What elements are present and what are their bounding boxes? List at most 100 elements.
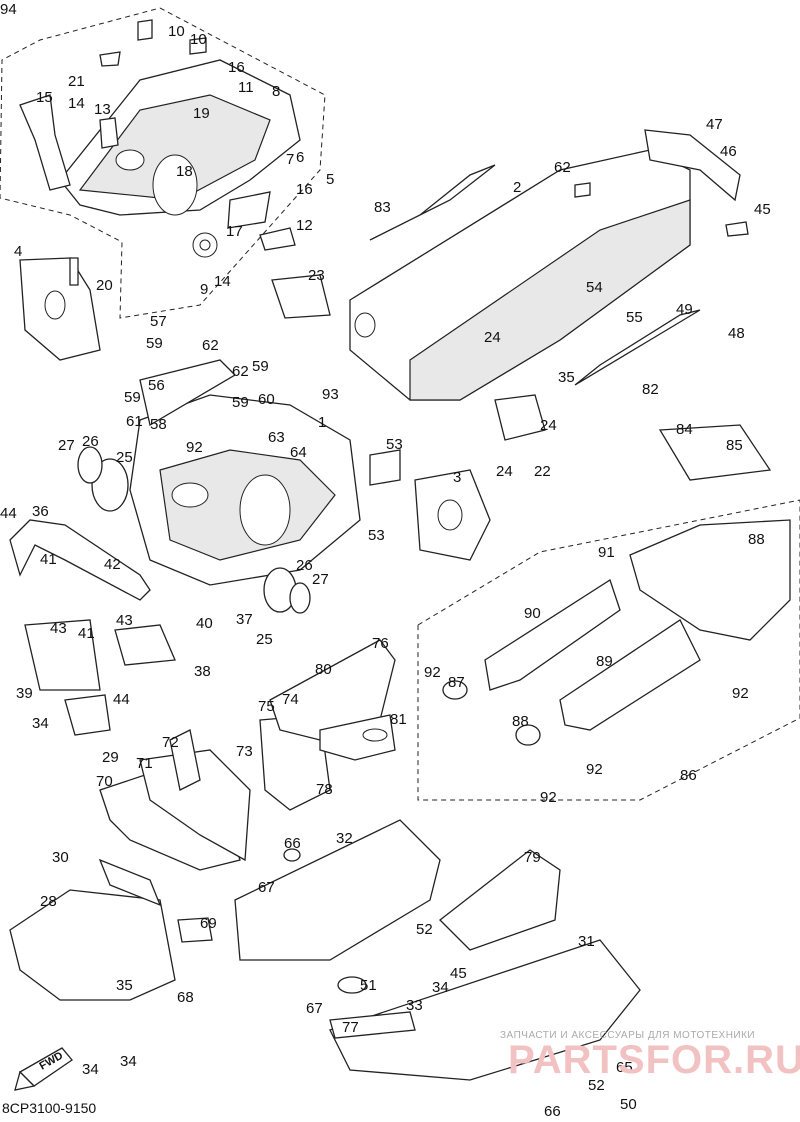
callout-62: 62 (232, 363, 249, 380)
callout-8: 8 (272, 83, 280, 100)
guard-86 (658, 424, 772, 481)
bushing-88a (442, 680, 468, 700)
guard-89 (629, 519, 791, 641)
callout-51: 51 (360, 977, 377, 994)
callout-13: 13 (94, 101, 111, 118)
callout-35: 35 (558, 369, 575, 386)
guard-28 (9, 889, 176, 1001)
callout-59: 59 (232, 394, 249, 411)
callout-4: 4 (14, 243, 22, 260)
callout-92: 92 (540, 789, 557, 806)
callout-81: 81 (390, 711, 407, 728)
callout-10: 10 (190, 31, 207, 48)
callout-29: 29 (102, 749, 119, 766)
callout-45: 45 (450, 965, 467, 982)
callout-22: 22 (534, 463, 551, 480)
bracket-40 (24, 619, 101, 691)
cup-79 (319, 714, 396, 761)
callout-85: 85 (726, 437, 743, 454)
callout-50: 50 (620, 1096, 637, 1113)
front-frame-subassembly (19, 19, 301, 361)
callout-62: 62 (554, 159, 571, 176)
callout-58: 58 (150, 416, 167, 433)
decal-strip-84 (369, 164, 496, 241)
boot-26-right (289, 582, 311, 614)
callout-91: 91 (598, 544, 615, 561)
callout-27: 27 (58, 437, 75, 454)
callout-41: 41 (78, 625, 95, 642)
callout-32: 32 (336, 830, 353, 847)
callout-19: 19 (193, 105, 210, 122)
strip-30 (98, 858, 162, 907)
group-box-frame-subassembly (0, 7, 326, 319)
bracket-73 (169, 729, 201, 791)
callout-2: 2 (513, 179, 521, 196)
callout-49: 49 (676, 301, 693, 318)
callout-16: 16 (296, 181, 313, 198)
callout-37: 37 (236, 611, 253, 628)
callout-41: 41 (40, 551, 57, 568)
callout-43: 43 (50, 620, 67, 637)
callout-24: 24 (540, 417, 557, 434)
callout-31: 31 (578, 933, 595, 950)
callout-57: 57 (150, 313, 167, 330)
watermark-tagline: ЗАПЧАСТИ И АКСЕССУАРЫ ДЛЯ МОТОТЕХНИКИ (500, 1030, 756, 1041)
callout-53: 53 (386, 436, 403, 453)
callout-30: 30 (52, 849, 69, 866)
callout-18: 18 (176, 163, 193, 180)
callout-59: 59 (124, 389, 141, 406)
callout-70: 70 (96, 773, 113, 790)
callout-26: 26 (296, 557, 313, 574)
callout-25: 25 (116, 449, 133, 466)
callout-12: 12 (296, 217, 313, 234)
callout-86: 86 (680, 767, 697, 784)
callout-92: 92 (732, 685, 749, 702)
callout-67: 67 (258, 879, 275, 896)
callout-38: 38 (194, 663, 211, 680)
watermark-logo: PARTSFOR.RU (508, 1038, 800, 1082)
callout-39: 39 (16, 685, 33, 702)
bushing-88b (515, 724, 541, 746)
diagram-code: 8CP3100-9150 (2, 1100, 97, 1116)
callout-34: 34 (120, 1053, 137, 1070)
callout-35: 35 (116, 977, 133, 994)
callout-42: 42 (104, 556, 121, 573)
callout-89: 89 (596, 653, 613, 670)
opening-82 (362, 728, 388, 742)
bracket-39 (114, 624, 176, 666)
callout-15: 15 (36, 89, 53, 106)
bracket-23 (271, 274, 331, 319)
callout-40: 40 (196, 615, 213, 632)
callout-48: 48 (728, 325, 745, 342)
callout-80: 80 (315, 661, 332, 678)
callout-93: 93 (322, 386, 339, 403)
skid-31 (329, 939, 641, 1081)
callout-59: 59 (146, 335, 163, 352)
callout-59: 59 (252, 358, 269, 375)
callout-88: 88 (748, 531, 765, 548)
callout-83: 83 (374, 199, 391, 216)
callout-71: 71 (136, 755, 153, 772)
callout-34: 34 (32, 715, 49, 732)
callout-92: 92 (586, 761, 603, 778)
belly-pan-32 (234, 819, 441, 961)
callout-3: 3 (453, 469, 461, 486)
callout-45: 45 (754, 201, 771, 218)
fender-80 (439, 849, 561, 951)
callout-7: 7 (286, 151, 294, 168)
cap-47 (725, 221, 749, 237)
callout-46: 46 (720, 143, 737, 160)
callout-68: 68 (177, 989, 194, 1006)
callout-17: 17 (226, 223, 243, 240)
tunnel (349, 149, 691, 401)
plate-90 (559, 619, 701, 731)
decal-strip-83 (574, 309, 701, 386)
callout-26: 26 (82, 433, 99, 450)
callout-63: 63 (268, 429, 285, 446)
callout-34: 34 (432, 979, 449, 996)
callout-20: 20 (96, 277, 113, 294)
callout-62: 62 (202, 337, 219, 354)
callout-21: 21 (68, 73, 85, 90)
plate-91 (484, 579, 621, 691)
